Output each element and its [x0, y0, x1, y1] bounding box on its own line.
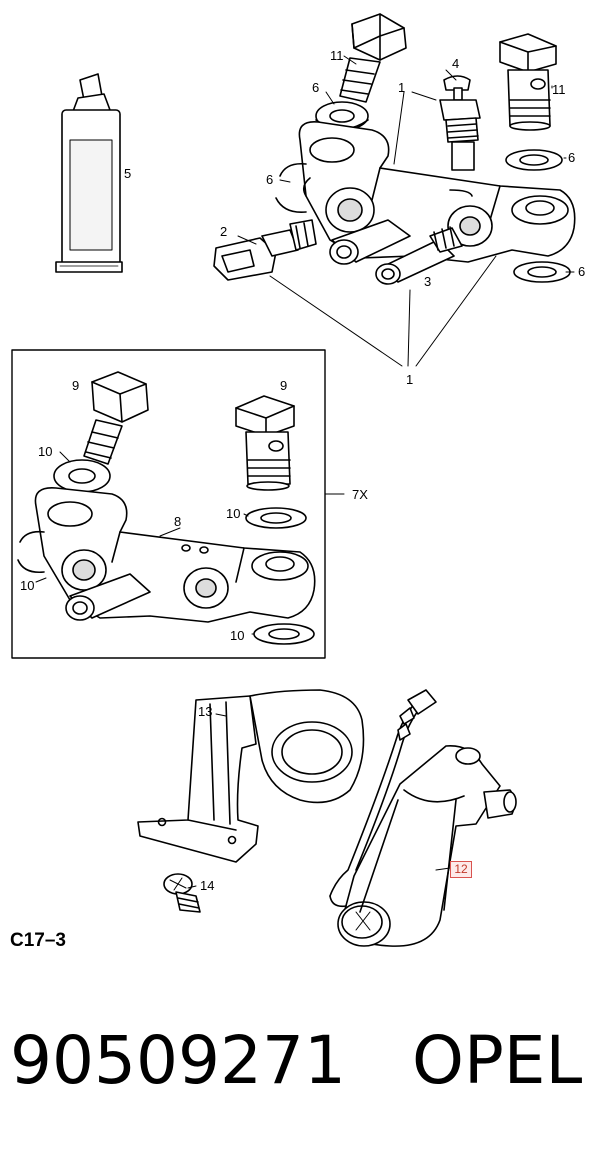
- label-2: 2: [220, 224, 227, 239]
- label-9-left: 9: [72, 378, 79, 393]
- sub-assembly-box: [11, 349, 326, 659]
- leader-lines-top: [237, 55, 575, 367]
- label-9-right: 9: [280, 378, 287, 393]
- diagram-code: C17–3: [10, 930, 66, 951]
- leader-lines-bottom: [187, 713, 451, 889]
- screw-14: [163, 873, 201, 913]
- label-11-left: 11: [330, 48, 344, 63]
- label-4: 4: [452, 56, 459, 71]
- label-10-upper: 10: [38, 444, 52, 459]
- label-13: 13: [198, 704, 212, 719]
- label-1-bottom: 1: [406, 372, 413, 387]
- fuel-pump-12: [329, 689, 517, 947]
- label-12-highlighted: 12: [450, 861, 472, 878]
- banjo-bolt-11-left: [339, 13, 407, 103]
- label-3: 3: [424, 274, 431, 289]
- part-number: 90509271: [10, 1022, 346, 1099]
- label-7x: 7X: [352, 487, 368, 502]
- callout-labels: 11 1 4 11 6 6 6 5 2 3 6 1 9 9 10 7X 10 8…: [20, 48, 585, 893]
- washer-10-right-lower: [253, 623, 315, 645]
- label-10-left: 10: [20, 578, 34, 593]
- label-6-right-upper: 6: [568, 150, 575, 165]
- washer-10-upper: [53, 459, 111, 493]
- banjo-bolt-9-left: [83, 371, 149, 465]
- washer-6-right-lower: [513, 261, 571, 283]
- label-8: 8: [174, 514, 181, 529]
- label-11-right: 11: [552, 82, 566, 97]
- label-10-right-lower: 10: [230, 628, 244, 643]
- label-1-top: 1: [398, 80, 405, 95]
- washer-6-right-upper: [505, 149, 563, 171]
- banjo-bolt-9-right: [235, 395, 295, 491]
- leader-lines-box: [35, 451, 255, 635]
- bracket-13: [137, 689, 365, 863]
- pipe-stub-box: [65, 573, 151, 621]
- banjo-bolt-11-right: [499, 33, 557, 131]
- switch-connector-2: [213, 219, 317, 281]
- label-6-left: 6: [266, 172, 273, 187]
- label-6-right-lower: 6: [578, 264, 585, 279]
- pipe-stubs: [329, 219, 463, 285]
- washer-10-left: [17, 530, 45, 574]
- brand-name: OPEL: [412, 1022, 583, 1099]
- washer-10-right-upper: [245, 507, 307, 529]
- label-5: 5: [124, 166, 131, 181]
- washer-6-left: [275, 162, 307, 214]
- label-6-upper: 6: [312, 80, 319, 95]
- pressure-sensor-4: [439, 75, 481, 171]
- sealant-tube: [55, 73, 123, 273]
- label-10-right-upper: 10: [226, 506, 240, 521]
- label-14: 14: [200, 878, 214, 893]
